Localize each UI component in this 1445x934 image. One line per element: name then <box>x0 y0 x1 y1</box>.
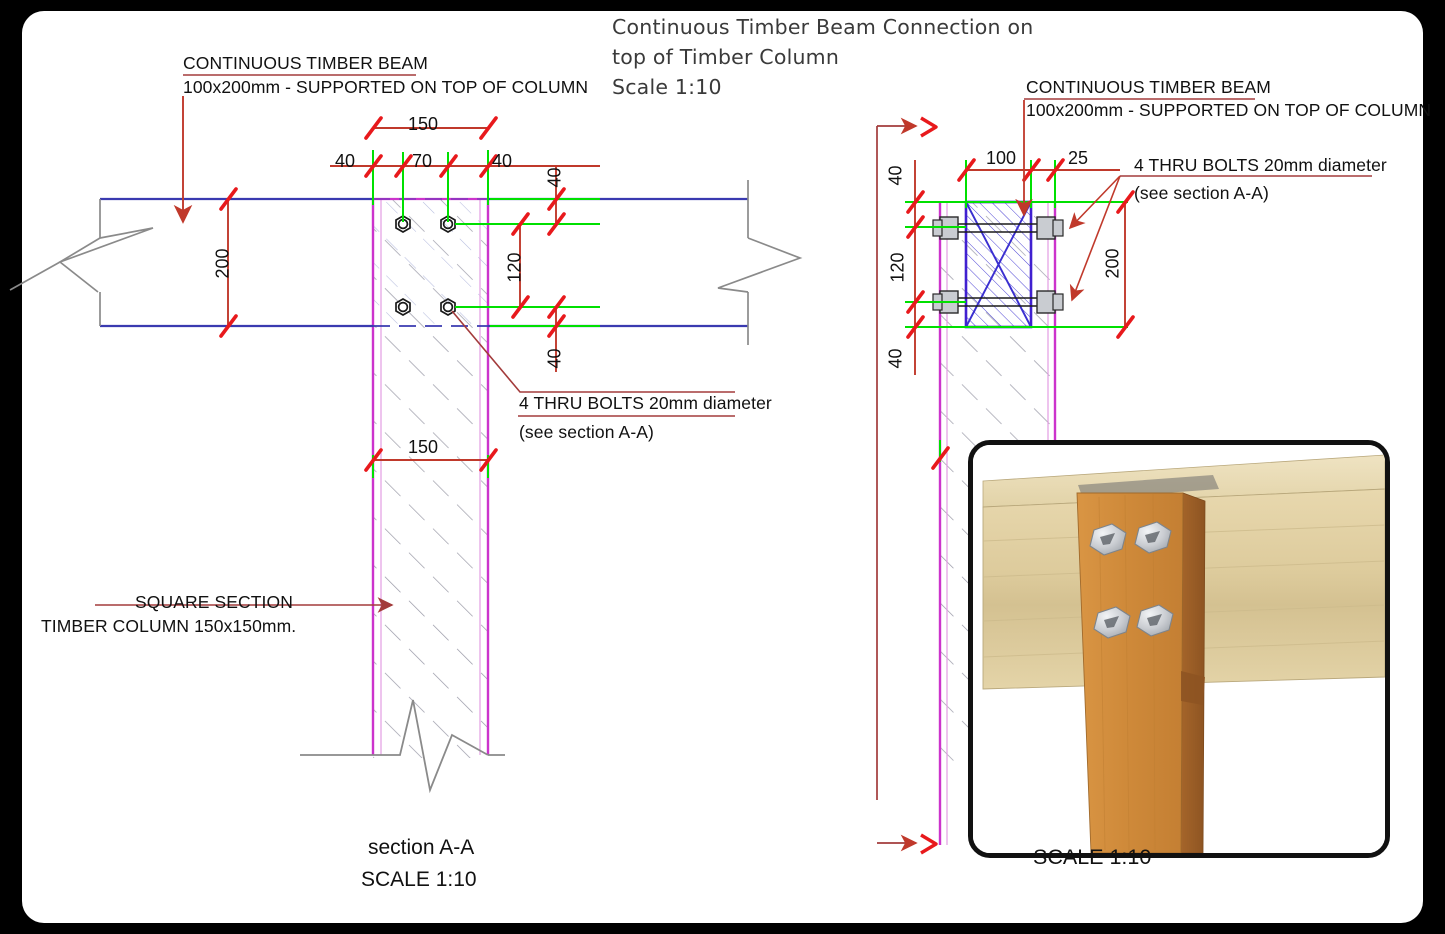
section-marker-bottom <box>877 833 938 855</box>
dim-left-right-40a: 40 <box>544 167 565 188</box>
left-beam-note-line2: 100x200mm - SUPPORTED ON TOP OF COLUMN <box>183 77 589 97</box>
dim-left-overall-150: 150 <box>408 114 439 134</box>
dim-left-chain-40a: 40 <box>335 151 356 171</box>
left-bolt-note-line2: (see section A-A) <box>519 422 654 442</box>
bolt-heads-left <box>395 215 456 316</box>
right-beam-note-line2: 100x200mm - SUPPORTED ON TOP OF COLUMN <box>1026 100 1432 120</box>
right-bolt-note-line2: (see section A-A) <box>1134 183 1269 203</box>
dim-right-100: 100 <box>986 148 1017 168</box>
dimension-ticks-right <box>906 158 1135 470</box>
left-column-note-line1: SQUARE SECTION <box>135 592 293 612</box>
dim-left-right-40b: 40 <box>544 348 565 369</box>
title-line-2: top of Timber Column <box>612 45 840 69</box>
leader-lines-left <box>95 74 735 613</box>
left-column-note-line2: TIMBER COLUMN 150x150mm. <box>41 616 297 636</box>
section-marker-top <box>876 116 938 800</box>
dimension-ticks-left <box>219 116 566 472</box>
left-bolt-note-line1: 4 THRU BOLTS 20mm diameter <box>519 393 772 413</box>
bolt-3d-group <box>1089 521 1174 639</box>
dimension-lines-right <box>914 160 1126 375</box>
left-view-caption-line2: SCALE 1:10 <box>361 868 477 891</box>
right-bolt-note-line1: 4 THRU BOLTS 20mm diameter <box>1134 155 1387 175</box>
right-beam-note-line1: CONTINUOUS TIMBER BEAM <box>1026 77 1271 97</box>
dim-left-beam-depth-200: 200 <box>212 248 233 279</box>
dim-left-right-120: 120 <box>504 252 525 283</box>
isometric-render-inset <box>968 440 1390 858</box>
left-view-geometry <box>9 74 803 794</box>
dim-right-beam-depth-200: 200 <box>1102 248 1123 279</box>
dim-left-chain-70: 70 <box>412 151 433 171</box>
left-view-caption-line1: section A-A <box>368 836 475 859</box>
dim-right-25: 25 <box>1068 148 1089 168</box>
isometric-scene <box>973 445 1385 853</box>
title-block: Continuous Timber Beam Connection on top… <box>612 12 1033 102</box>
dim-right-40a: 40 <box>885 165 906 186</box>
dim-right-40b: 40 <box>885 348 906 369</box>
left-beam-note-line1: CONTINUOUS TIMBER BEAM <box>183 53 428 73</box>
title-line-3: Scale 1:10 <box>612 75 722 99</box>
leader-lines-right <box>1015 98 1372 302</box>
dim-left-column-width-150: 150 <box>408 437 439 457</box>
title-line-1: Continuous Timber Beam Connection on <box>612 15 1034 39</box>
dim-right-120: 120 <box>887 252 908 283</box>
dim-left-chain-40b: 40 <box>492 151 513 171</box>
inset-caption: SCALE 1:10 <box>1033 845 1152 869</box>
